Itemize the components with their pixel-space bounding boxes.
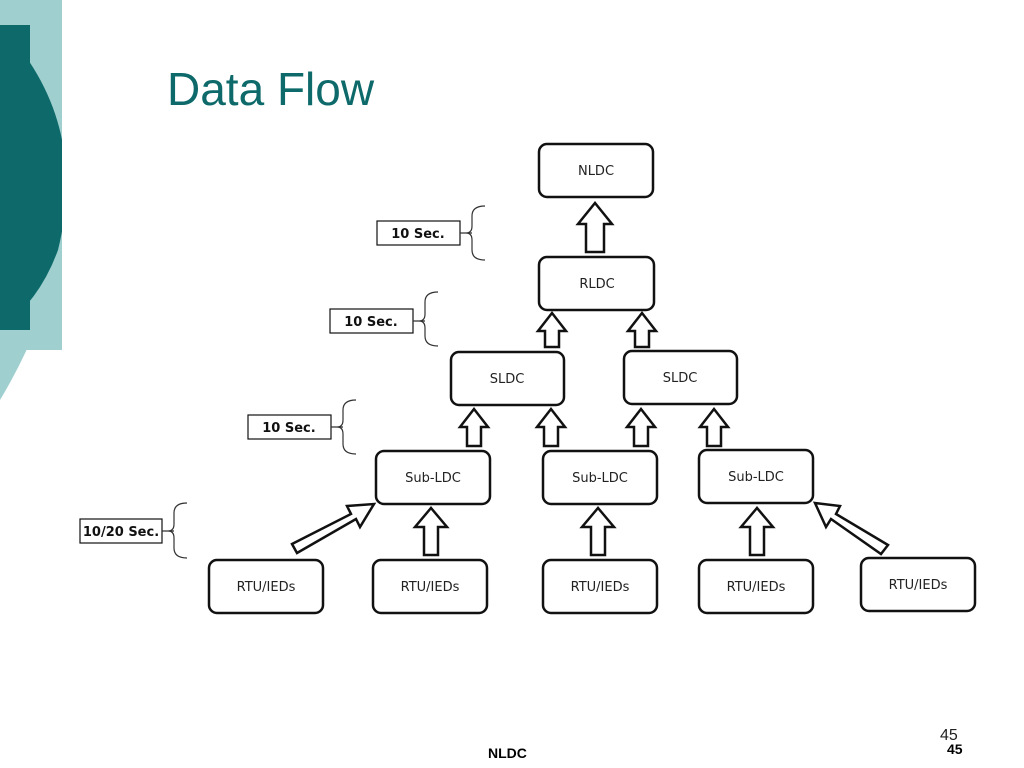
nldc-label: NLDC: [578, 164, 614, 179]
nldc-node: NLDC: [537, 142, 655, 199]
rtu-3-node: RTU/IEDs: [541, 558, 659, 615]
page-number: 45: [940, 727, 958, 744]
sldc-right-label: SLDC: [663, 371, 698, 386]
footer-text: NLDC: [488, 745, 527, 761]
interval-sldc-rldc: 10 Sec.: [329, 291, 439, 347]
subldc-3-node: Sub-LDC: [697, 448, 815, 505]
arrow-rtu4-to-subldc3: [738, 506, 776, 557]
subldc-3-label: Sub-LDC: [728, 470, 784, 485]
interval-rldc-nldc: 10 Sec.: [376, 205, 486, 261]
rtu-4-label: RTU/IEDs: [727, 580, 786, 595]
interval-rtu-subldc: 10/20 Sec.: [79, 502, 188, 559]
interval-subldc-sldc: 10 Sec.: [247, 399, 357, 455]
rtu-3-label: RTU/IEDs: [571, 580, 630, 595]
sldc-left-label: SLDC: [490, 372, 525, 387]
rtu-2-label: RTU/IEDs: [401, 580, 460, 595]
subldc-2-node: Sub-LDC: [541, 449, 659, 506]
arrow-subldc3-to-sldc-right: [697, 406, 731, 448]
rldc-node: RLDC: [537, 255, 656, 312]
rtu-1-label: RTU/IEDs: [237, 580, 296, 595]
rtu-5-label: RTU/IEDs: [889, 578, 948, 593]
rtu-5-node: RTU/IEDs: [859, 556, 977, 613]
interval-sldc-rldc-label: 10 Sec.: [344, 315, 397, 330]
sldc-left-node: SLDC: [449, 350, 566, 407]
arrow-subldc2-to-sldc-right: [624, 406, 658, 448]
subldc-2-label: Sub-LDC: [572, 471, 628, 486]
rtu-1-node: RTU/IEDs: [207, 558, 325, 615]
sldc-right-node: SLDC: [622, 349, 739, 406]
arrow-sldc-left-to-rldc: [535, 310, 569, 349]
subldc-1-label: Sub-LDC: [405, 471, 461, 486]
arrow-subldc2-to-sldc-left: [534, 406, 568, 448]
arrow-rtu5-to-subldc3: [812, 501, 890, 556]
arrow-rtu2-to-subldc1: [412, 506, 450, 557]
interval-subldc-sldc-label: 10 Sec.: [262, 421, 315, 436]
arrow-rtu1-to-subldc1: [290, 502, 377, 555]
interval-rtu-subldc-label: 10/20 Sec.: [83, 525, 159, 540]
page-number-bold: 45: [947, 741, 963, 757]
slide-title: Data Flow: [167, 63, 375, 115]
white-cut: [62, 125, 120, 355]
decorative-side-shapes: [0, 0, 120, 400]
arrow-subldc1-to-sldc-left: [457, 406, 491, 448]
rtu-2-node: RTU/IEDs: [371, 558, 489, 615]
arrow-rldc-to-nldc: [575, 201, 615, 254]
rtu-4-node: RTU/IEDs: [697, 558, 815, 615]
subldc-1-node: Sub-LDC: [374, 449, 492, 506]
interval-rldc-nldc-label: 10 Sec.: [391, 227, 444, 242]
arrow-sldc-right-to-rldc: [625, 310, 659, 349]
arrow-rtu3-to-subldc2: [579, 506, 617, 557]
dark-teal-block: [0, 25, 30, 330]
rldc-label: RLDC: [579, 277, 614, 292]
